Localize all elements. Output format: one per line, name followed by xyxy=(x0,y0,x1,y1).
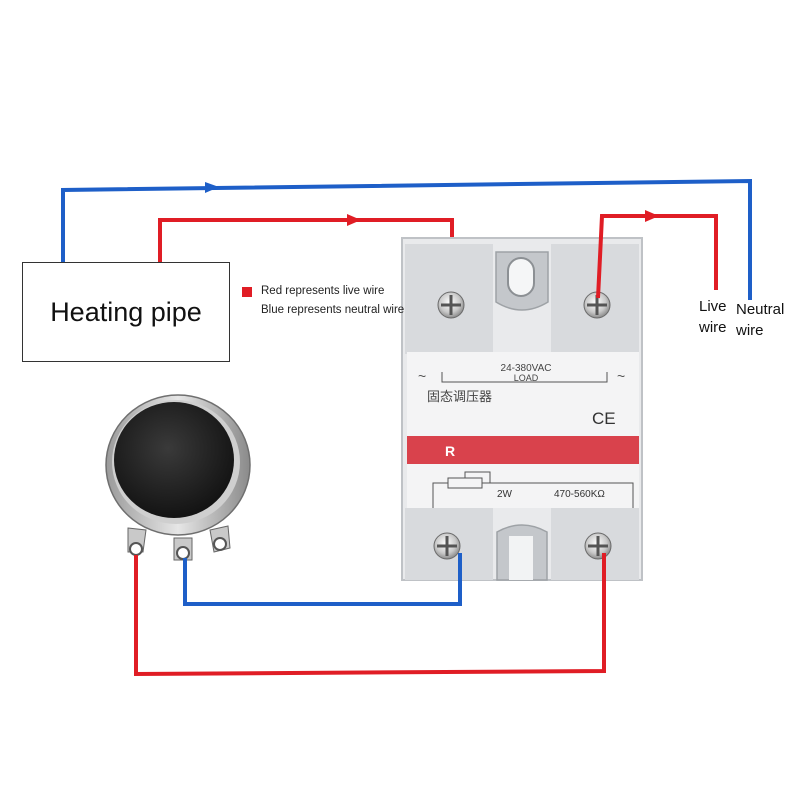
ssr-voltage-text: 24-380VAC xyxy=(501,363,552,374)
screw-top-left xyxy=(437,291,465,319)
neutral-wire-arrow xyxy=(205,182,219,193)
legend-live-row: Red represents live wire xyxy=(242,284,411,299)
solid-state-regulator xyxy=(401,237,643,581)
heating-pipe-box: Heating pipe xyxy=(22,262,230,362)
ssr-model-letter: R xyxy=(445,443,455,459)
live-wire-arrow-left xyxy=(347,214,361,226)
pot-terminal-left xyxy=(127,527,147,556)
ssr-tilde-right: ~ xyxy=(617,368,625,384)
screw-bottom-left xyxy=(433,532,461,560)
potentiometer xyxy=(105,394,251,561)
ssr-red-band xyxy=(407,436,639,464)
neutral-wire-top xyxy=(61,178,752,300)
ssr-tilde-left: ~ xyxy=(418,368,426,384)
ssr-load-text: LOAD xyxy=(514,373,539,383)
neutral-wire-label: Neutral wire xyxy=(736,301,785,339)
legend-red-swatch xyxy=(242,287,252,297)
legend: Red represents live wire Blue represents… xyxy=(242,284,411,322)
live-wire-arrow-right xyxy=(645,210,659,222)
live-wire-bottom xyxy=(134,553,606,677)
ssr-resistance-text: 470-560KΩ xyxy=(554,489,605,500)
screw-bottom-right xyxy=(584,532,612,560)
heating-pipe-label: Heating pipe xyxy=(50,296,202,327)
ssr-chinese-name: 固态调压器 xyxy=(427,390,492,405)
live-wire-label: Live wire xyxy=(699,298,727,336)
legend-blue-text: Blue represents neutral wire xyxy=(261,304,405,316)
ce-mark: CE xyxy=(592,409,616,428)
pot-terminal-right xyxy=(209,525,231,553)
legend-red-text: Red represents live wire xyxy=(261,285,385,297)
ssr-power-text: 2W xyxy=(497,489,513,500)
pot-terminal-middle xyxy=(173,537,193,561)
legend-neutral-row: Blue represents neutral wire xyxy=(242,303,411,318)
neutral-wire-bottom xyxy=(183,553,462,606)
